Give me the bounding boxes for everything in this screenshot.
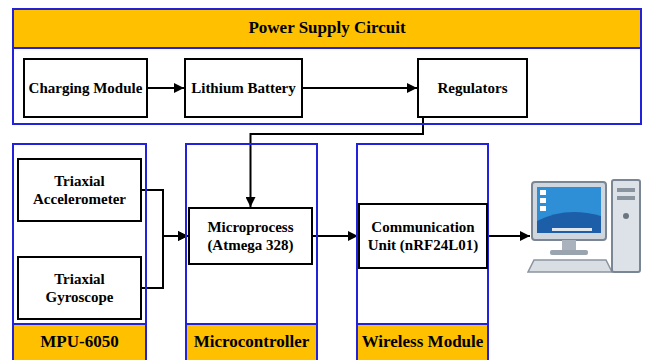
sensor-box: Triaxial Gyroscope (17, 256, 142, 320)
wireless-panel: Wireless Module Communication Unit (nRF24… (356, 143, 489, 360)
box-label: Charging Module (29, 79, 143, 97)
signal-arrow (303, 87, 417, 89)
battery-box: Lithium Battery (184, 58, 303, 118)
sensor-box: Triaxial Accelerometer (17, 158, 142, 222)
panel-band: Microcontroller (187, 323, 316, 360)
signal-arrow (148, 87, 184, 89)
signal-arrow (313, 235, 358, 237)
panel-band: Power Supply Circuit (14, 10, 640, 49)
panel-title: Microcontroller (194, 332, 310, 352)
panel-title: MPU-6050 (40, 332, 118, 352)
panel-title: Wireless Module (362, 332, 484, 352)
box-label: Communication Unit (nRF24L01) (360, 218, 486, 254)
panel-title: Power Supply Circuit (248, 18, 405, 38)
processor-box: Microprocess (Atmega 328) (188, 207, 313, 265)
box-label: Lithium Battery (191, 79, 296, 97)
signal-arrow (142, 236, 188, 288)
panel-band: MPU-6050 (14, 323, 145, 360)
module-box: Charging Module (23, 58, 148, 118)
computer-icon (526, 176, 646, 286)
power-supply-panel: Power Supply CircuitCharging Module Lithi… (12, 8, 642, 125)
regulator-box: Regulators (417, 58, 528, 118)
signal-arrow (251, 118, 424, 207)
box-label: Triaxial Accelerometer (19, 172, 140, 208)
panel-band: Wireless Module (358, 323, 487, 360)
signal-arrow (142, 190, 188, 236)
output-arrow (483, 235, 530, 237)
box-label: Regulators (438, 79, 508, 97)
box-label: Triaxial Gyroscope (19, 270, 140, 306)
controller-panel: Microcontroller Microprocess (Atmega 328) (185, 143, 318, 360)
radio-box: Communication Unit (nRF24L01) (358, 203, 488, 269)
box-label: Microprocess (Atmega 328) (190, 218, 311, 254)
sensor-panel: MPU-6050 Triaxial AccelerometerTriaxial G… (12, 143, 147, 360)
